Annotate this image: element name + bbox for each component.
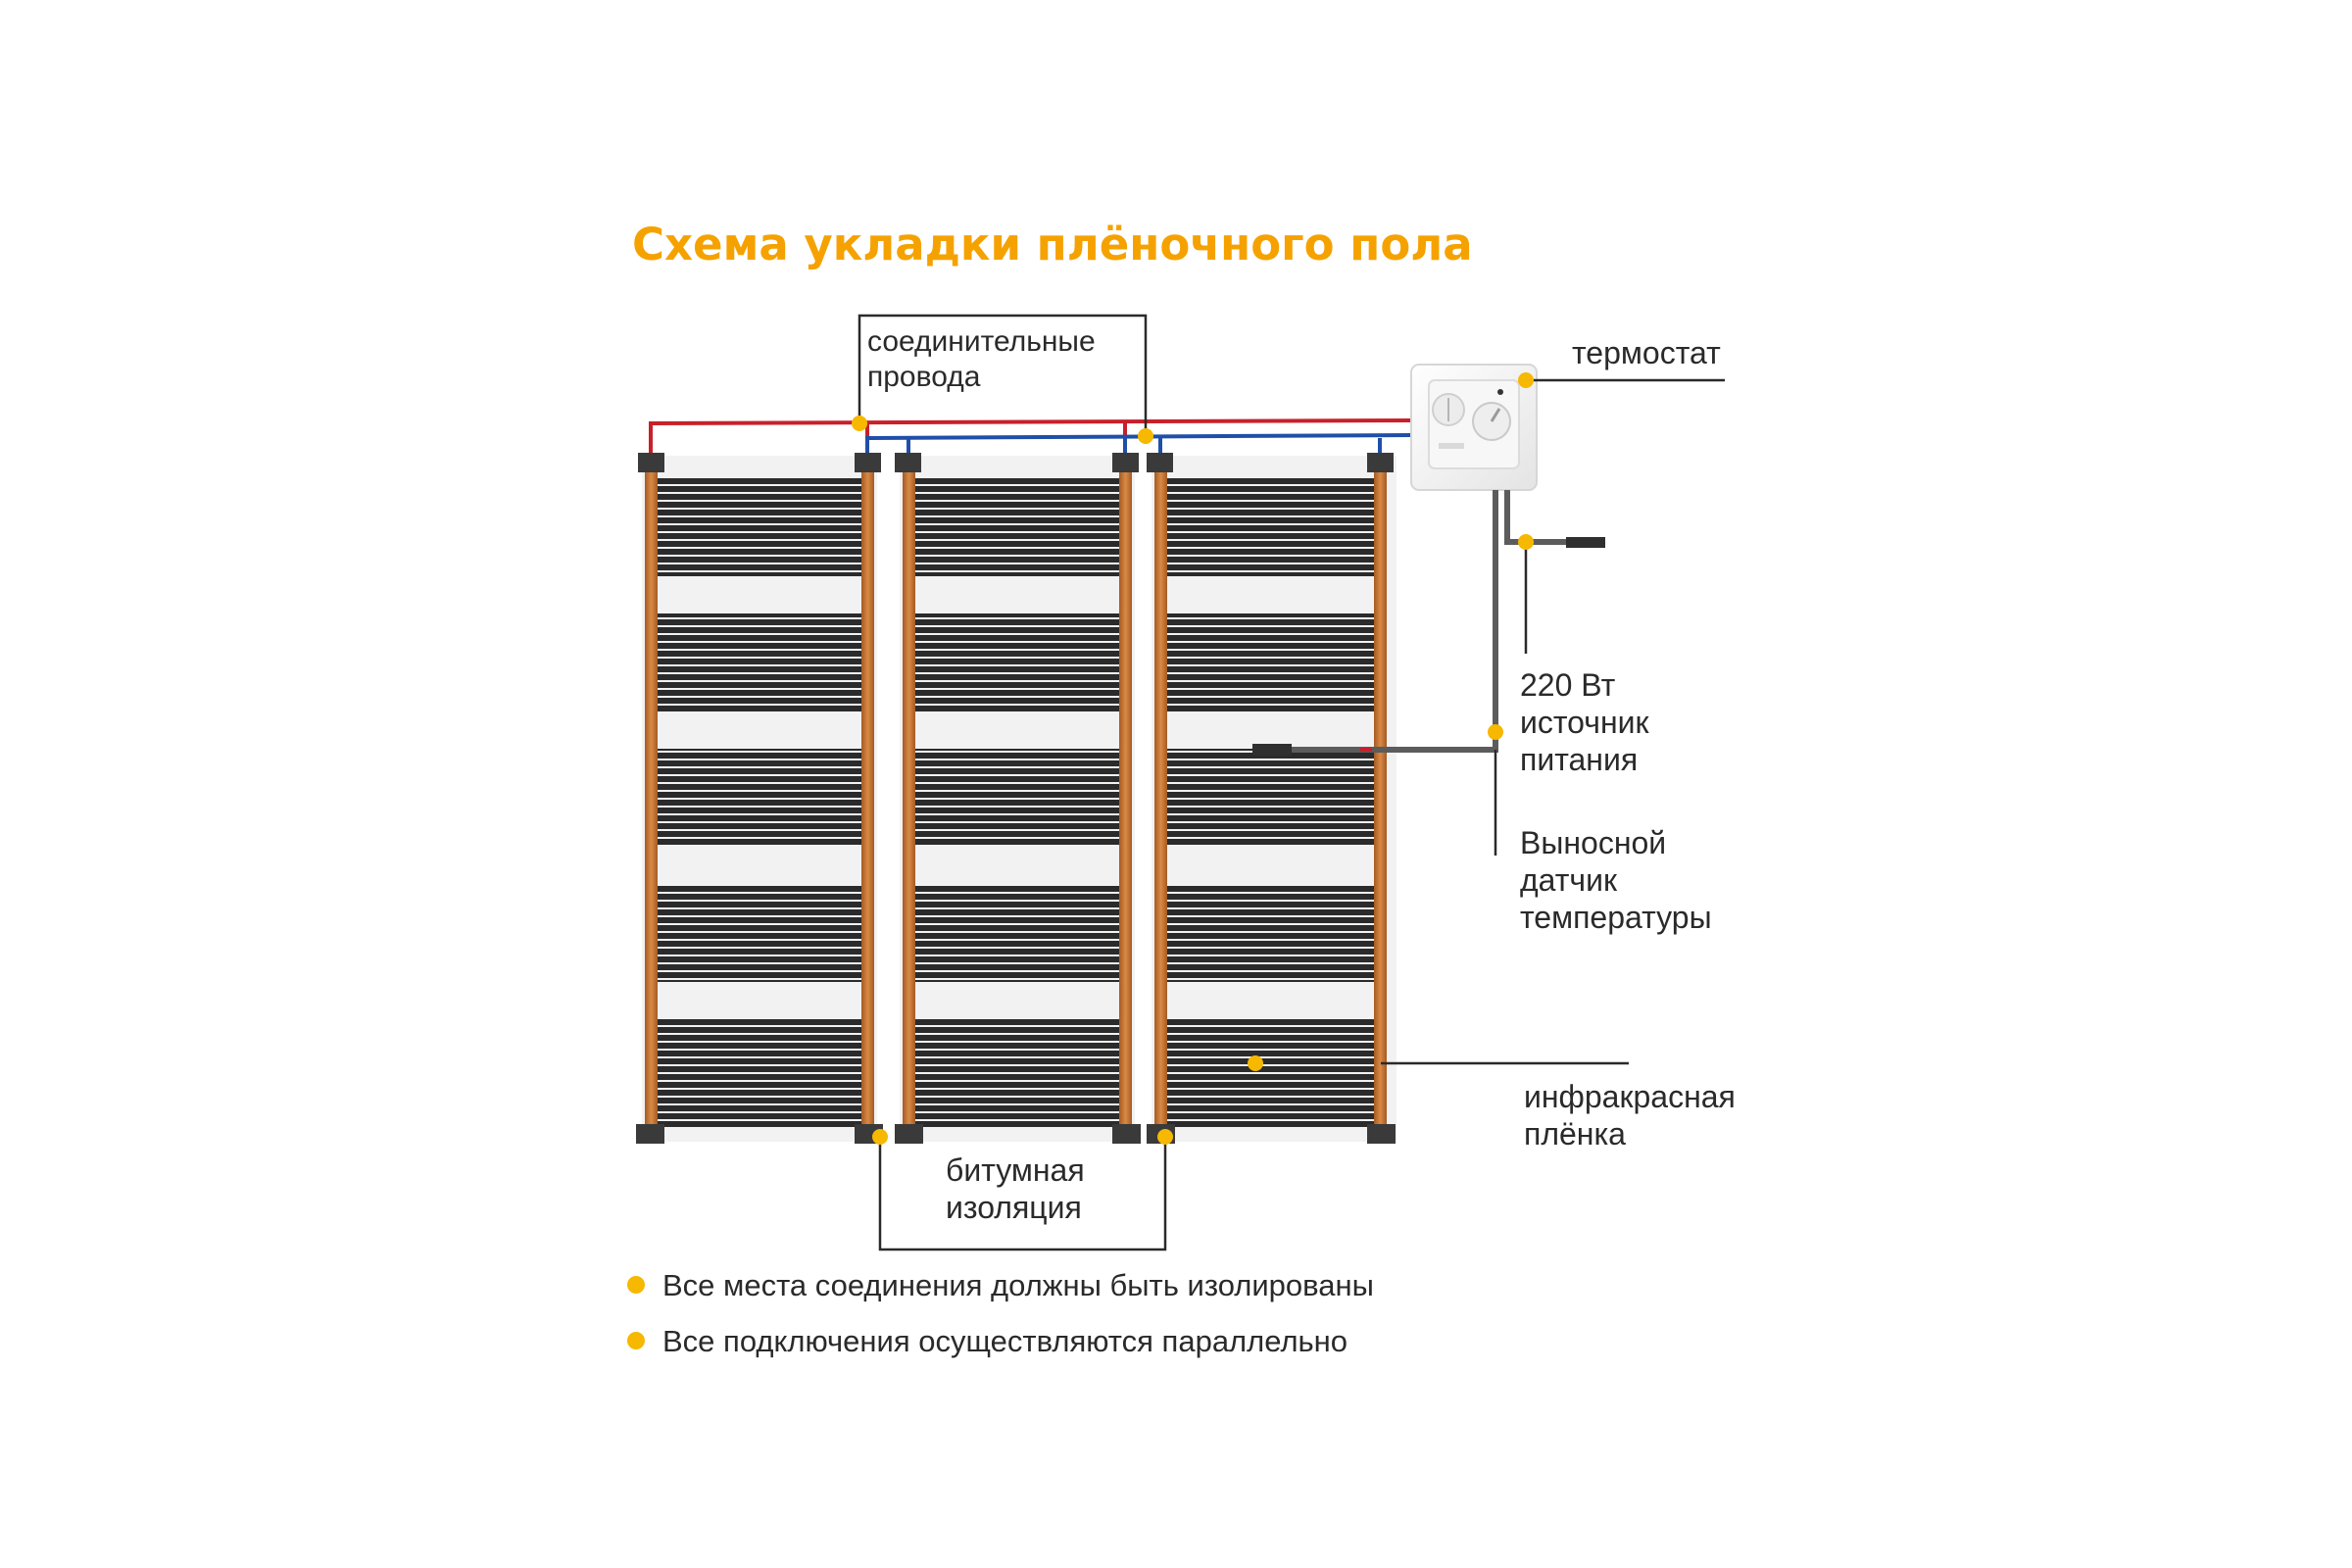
copper-bus <box>861 463 874 1135</box>
marker-dot-icon <box>1248 1055 1263 1071</box>
label-thermostat: термостат <box>1572 335 1721 370</box>
label-remote-sensor: Выносной датчик температуры <box>1520 825 1712 935</box>
marker-dot-icon <box>1157 1129 1173 1145</box>
marker-dot-icon <box>1518 534 1534 550</box>
film-panel <box>900 456 1135 1142</box>
label-infrared-film: инфракрасная плёнка <box>1524 1079 1744 1152</box>
sensor-probe <box>1252 744 1292 756</box>
marker-dot-icon <box>1518 372 1534 388</box>
label-bitumen-insulation: битумная изоляция <box>946 1152 1094 1225</box>
bullet-dot-icon <box>627 1276 645 1294</box>
note-item: Все места соединения должны быть изолиро… <box>662 1268 1374 1302</box>
live-wire <box>649 418 1412 456</box>
film-panel <box>1152 456 1396 1142</box>
neutral-wire <box>865 433 1412 456</box>
notes-list: Все места соединения должны быть изолиро… <box>627 1268 1374 1358</box>
connecting-wires <box>649 418 1412 456</box>
marker-dot-icon <box>852 416 867 431</box>
power-plug <box>1566 537 1605 548</box>
bullet-dot-icon <box>627 1332 645 1349</box>
leader-lines <box>858 314 1725 1251</box>
marker-dot-icon <box>1138 428 1153 444</box>
film-panel <box>642 456 877 1142</box>
copper-bus <box>1154 463 1167 1135</box>
label-power-source: 220 Вт источник питания <box>1520 667 1657 777</box>
copper-bus <box>903 463 915 1135</box>
marker-dot-icon <box>1488 724 1503 740</box>
label-connecting-wires: соединительные провода <box>867 325 1103 393</box>
page-title: Схема укладки плёночного пола <box>632 219 1473 270</box>
film-panels <box>642 456 1396 1142</box>
copper-bus <box>1119 463 1132 1135</box>
power-cable <box>1504 490 1568 545</box>
note-item: Все подключения осуществляются параллель… <box>662 1324 1348 1358</box>
copper-bus <box>645 463 658 1135</box>
thermostat-icon <box>1410 364 1538 491</box>
marker-dot-icon <box>872 1129 888 1145</box>
markers <box>852 372 1534 1145</box>
copper-bus <box>1374 463 1387 1135</box>
